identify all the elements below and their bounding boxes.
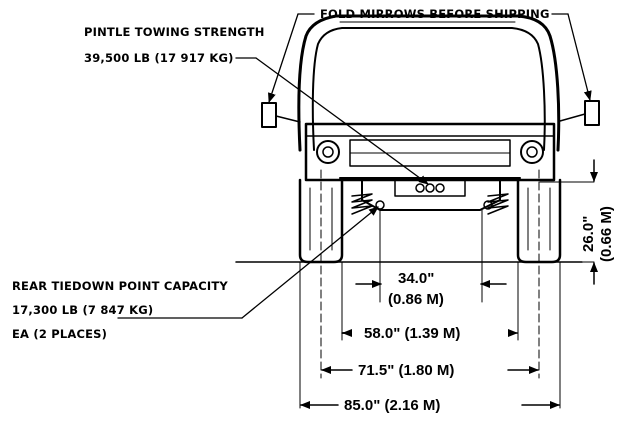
tiedown-title: REAR TIEDOWN POINT CAPACITY [12, 279, 228, 293]
right-tiedown-point [483, 200, 493, 210]
right-tail-light [520, 140, 544, 164]
tiedown-places: EA (2 PLACES) [12, 327, 107, 341]
outer-track-dimension: 71.5" (1.80 M) [358, 362, 454, 379]
pintle-value: 39,500 LB (17 917 KG) [84, 51, 234, 65]
inner-track-dimension: 58.0" (1.39 M) [364, 325, 460, 342]
tiedown-spacing-m: (0.86 M) [388, 291, 444, 308]
pintle-title: PINTLE TOWING STRENGTH [84, 25, 265, 39]
dimension-arrows [300, 159, 598, 409]
tiedown-value: 17,300 LB (7 847 KG) [12, 303, 153, 317]
height-dimension-in: 26.0" [580, 216, 597, 252]
left-mirror [261, 102, 301, 128]
overall-width-dimension: 85.0" (2.16 M) [344, 397, 440, 414]
height-dimension-m: (0.66 M) [598, 206, 615, 262]
pintle-hook [415, 183, 445, 193]
leader-lines [117, 13, 592, 319]
vehicle-rear-outline [235, 14, 600, 264]
right-mirror [559, 100, 600, 126]
tiedown-spacing-in: 34.0" [398, 270, 434, 287]
left-tail-light [316, 140, 340, 164]
mirrors-note: FOLD MIRROWS BEFORE SHIPPING [320, 7, 550, 21]
left-tiedown-point [375, 200, 385, 210]
